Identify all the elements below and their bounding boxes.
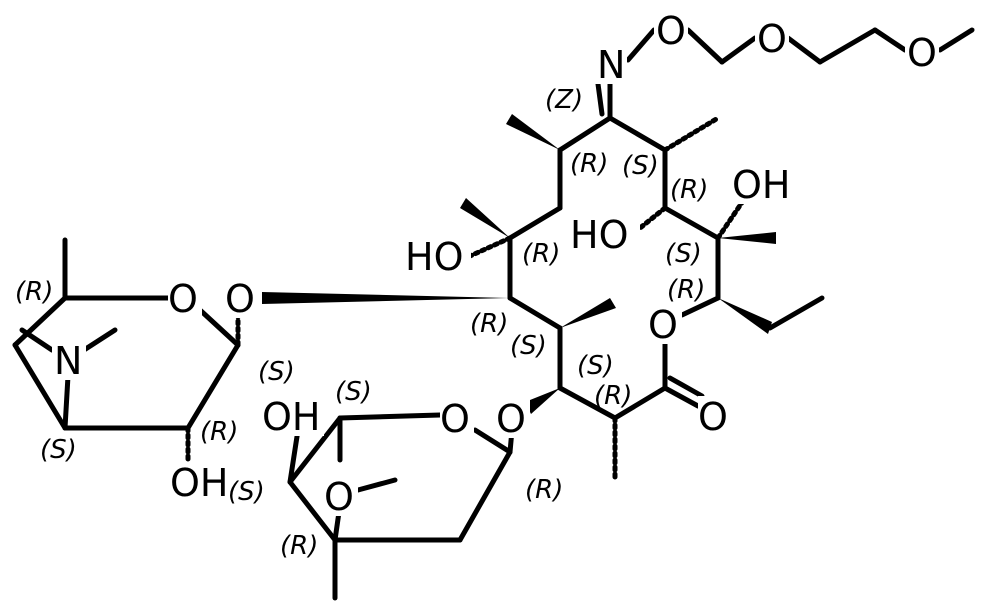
bond-cla-c4-oh	[287, 427, 301, 485]
bond-c12-methyl-wedge	[718, 232, 776, 244]
stereo-c10: (S)	[622, 151, 659, 181]
bond-c1-carbonyl-b	[667, 375, 705, 399]
bond-des-c3-n	[62, 373, 71, 431]
bond-c4-methyl-wedge	[560, 298, 616, 328]
stereo-c5: (R)	[470, 309, 508, 339]
bond-cla-c2-c1	[457, 449, 513, 543]
atom-oh-desosamine: OH	[170, 461, 228, 505]
bond-c1-carbonyl-a	[662, 385, 701, 409]
bond-c9-c10	[607, 115, 668, 153]
bond-des-c1-c2	[185, 342, 241, 431]
bond-c3-c2	[557, 385, 618, 421]
bond-ethyl	[767, 295, 825, 331]
atom-ho-c6: HO	[405, 235, 463, 279]
bond-ch2-o3	[872, 27, 908, 53]
bonds	[12, 27, 975, 601]
bond-des-c3-c4	[12, 342, 68, 431]
bond-o3-ch3	[937, 27, 975, 53]
bond-n-me2	[81, 327, 118, 353]
atom-o-chain-1: O	[757, 17, 787, 61]
bond-cla-c5-c4	[287, 415, 343, 485]
stereo-des-c1: (S)	[258, 357, 295, 387]
atom-n-oxime: N	[597, 43, 625, 87]
bond-c13-ethyl-wedge	[718, 298, 772, 334]
atom-ho-c12: HO	[570, 213, 628, 257]
bond-c12-c11	[662, 205, 721, 241]
atom-o-cladinose-ring: O	[440, 397, 470, 441]
stereo-z-oxime: (Z)	[545, 85, 583, 115]
bond-c5-desosamine-wedge	[262, 292, 510, 304]
stereo-c6: (R)	[522, 239, 560, 269]
bond-c8-methyl-wedge	[506, 114, 560, 150]
atom-o-glyco-desosamine: O	[225, 277, 255, 321]
bond-c6-methyl-wedge	[460, 198, 510, 238]
atom-oh-c11: OH	[732, 163, 790, 207]
atom-o-lactone-ring: O	[648, 303, 678, 347]
stereo-c4: (S)	[510, 331, 547, 361]
atom-n-dimethylamino: N	[54, 339, 82, 383]
stereo-des-c5: (R)	[15, 277, 53, 307]
bond-cla-c1-o	[472, 427, 513, 455]
bond-oxime-n-o	[625, 27, 657, 63]
bond-c7-c6	[507, 205, 563, 241]
stereo-labels: (Z) (R) (S) (R) (R) (S) (R) (R) (S) (S) …	[15, 85, 708, 561]
stereo-cla-c4: (S)	[228, 477, 265, 507]
atom-oh-cladinose: OH	[262, 395, 320, 439]
bond-cla-c4-c3	[287, 479, 338, 543]
stereo-cla-c5: (S)	[335, 377, 372, 407]
stereo-cla-c3: (R)	[280, 531, 318, 561]
bond-cn-double-b	[595, 81, 605, 117]
stereo-des-c3: (S)	[40, 435, 77, 465]
atom-o-methoxy: O	[324, 475, 354, 519]
bond-o-ch2	[685, 27, 725, 65]
bond-c12-oh-hash	[715, 195, 748, 241]
bond-c3-cladinose-wedge	[525, 388, 560, 414]
bond-o-ch2b	[785, 35, 823, 65]
bond-ring-o-c13	[679, 295, 721, 318]
stereo-cla-c1: (R)	[525, 475, 563, 505]
bond-c11-oh-hash	[637, 205, 668, 231]
atom-o-chain-2: O	[907, 31, 937, 75]
bond-des-c4-c5	[12, 295, 68, 348]
bond-c10-methyl-hash	[662, 115, 721, 153]
bond-n-me1	[19, 327, 55, 353]
bond-ch2-o	[719, 35, 758, 65]
bond-cla-o-c5	[337, 412, 443, 421]
stereo-c8: (R)	[570, 149, 608, 179]
stereo-c3: (S)	[577, 351, 614, 381]
atom-labels: N O O O OH HO HO O O O O N OH O O OH O	[52, 8, 939, 519]
atom-o-carbonyl: O	[698, 395, 728, 439]
bond-c9-c8	[557, 115, 613, 153]
bond-c2-c1	[612, 385, 668, 421]
bond-c6-oh-hash	[467, 235, 513, 259]
stereo-c12: (S)	[665, 239, 702, 269]
atom-o-glyco-cladinose: O	[496, 397, 526, 441]
stereo-c11: (R)	[670, 175, 708, 205]
stereo-c13: (R)	[667, 275, 705, 305]
bond-ch2-ch2	[817, 27, 878, 65]
atom-o-oxime: O	[656, 9, 686, 53]
bond-c5-c4	[507, 295, 563, 331]
stereo-c2: (R)	[594, 381, 632, 411]
bond-cla-ome-ch3	[355, 477, 398, 493]
stereo-des-c2: (R)	[200, 417, 238, 447]
atom-o-desosamine-ring: O	[168, 277, 198, 321]
bond-des-o-c1	[197, 307, 241, 348]
